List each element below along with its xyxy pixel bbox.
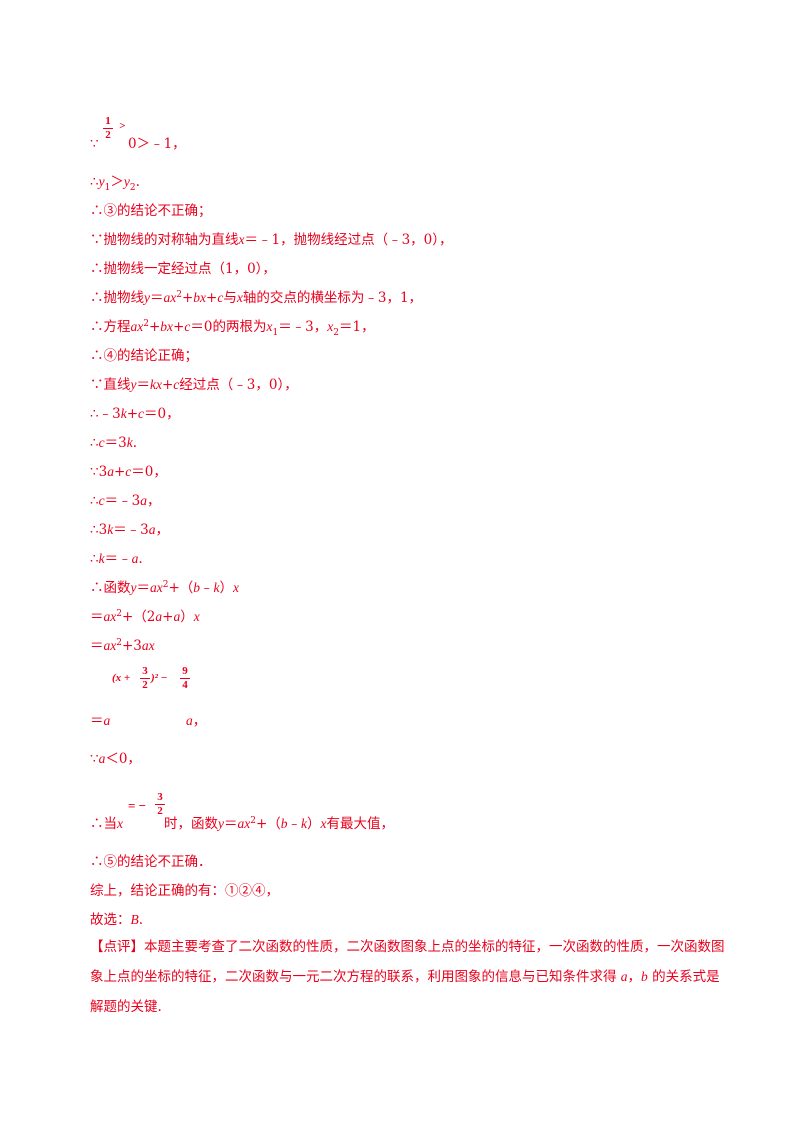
line-18: ＝ax2+3ax — [90, 638, 155, 654]
line-5: ∴抛物线一定经过点（1，0）， — [90, 261, 276, 277]
line-13: ∴c＝﹣3a， — [90, 493, 161, 509]
line-7: ∴方程ax2+bx+c＝0的两根为x1＝﹣3，x2＝1， — [90, 319, 375, 338]
line-21-tail: 时，函数y＝ax2+（b﹣k）x有最大值， — [164, 816, 395, 832]
line-9: ∵直线y＝kx+c经过点（﹣3，0）， — [90, 377, 298, 393]
line-4: ∵抛物线的对称轴为直线x＝﹣1，抛物线经过点（﹣3，0）， — [90, 232, 453, 248]
fraction-three-halves: 3 2 — [140, 666, 150, 691]
fraction-one-half: 1 2 — [103, 116, 113, 141]
line-19: ＝a — [90, 713, 111, 729]
because-symbol: ∵ — [90, 136, 99, 152]
line-15: ∴k＝﹣a. — [90, 551, 143, 567]
line-19-tail: a， — [186, 713, 207, 729]
line-24: 故选：B. — [90, 912, 144, 928]
line-10: ∴﹣3k+c＝0， — [90, 406, 180, 422]
greater-sign: > — [119, 120, 126, 132]
line-16: ∴函数y＝ax2+（b﹣k）x — [90, 580, 240, 596]
comment-text: 本题主要考查了二次函数的性质，二次函数图象上点的坐标的特征，一次函数的性质，一次… — [90, 939, 725, 985]
line-2: ∴y1＞y2. — [90, 174, 140, 193]
fraction-bar — [103, 128, 113, 129]
fraction-nine-quarters: 9 4 — [180, 666, 190, 691]
line-12: ∵3a+c＝0， — [90, 464, 167, 480]
line-11: ∴c＝3k. — [90, 435, 137, 451]
equals-negative: = − — [128, 798, 147, 813]
line-8: ∴④的结论正确； — [90, 348, 198, 364]
line-3: ∴③的结论不正确； — [90, 203, 212, 219]
fraction-three-halves-2: 3 2 — [155, 792, 165, 817]
line-17: ＝ax2+（2a+a）x — [90, 609, 200, 625]
line-20: ∵a＜0， — [90, 751, 141, 767]
line-1: ∵ — [90, 135, 99, 153]
vertex-form-close: )² − — [151, 672, 168, 684]
comment-paragraph: 【点评】本题主要考查了二次函数的性质，二次函数图象上点的坐标的特征，一次函数的性… — [90, 939, 725, 1015]
fraction-numerator: 1 — [105, 115, 111, 127]
comment-heading: 【点评】 — [90, 939, 144, 955]
line-14: ∴3k＝﹣3a， — [90, 522, 170, 538]
line-23: 综上，结论正确的有：①②④， — [90, 883, 279, 899]
fraction-denominator: 2 — [105, 129, 111, 141]
line-1-tail: 0＞﹣1， — [128, 136, 186, 152]
line-6: ∴抛物线y＝ax2+bx+c与x轴的交点的横坐标为﹣3，1， — [90, 290, 423, 306]
line-22: ∴⑤的结论不正确． — [90, 854, 212, 870]
vertex-form-open: (x + — [112, 672, 131, 684]
line-21: ∴当x — [90, 816, 123, 832]
